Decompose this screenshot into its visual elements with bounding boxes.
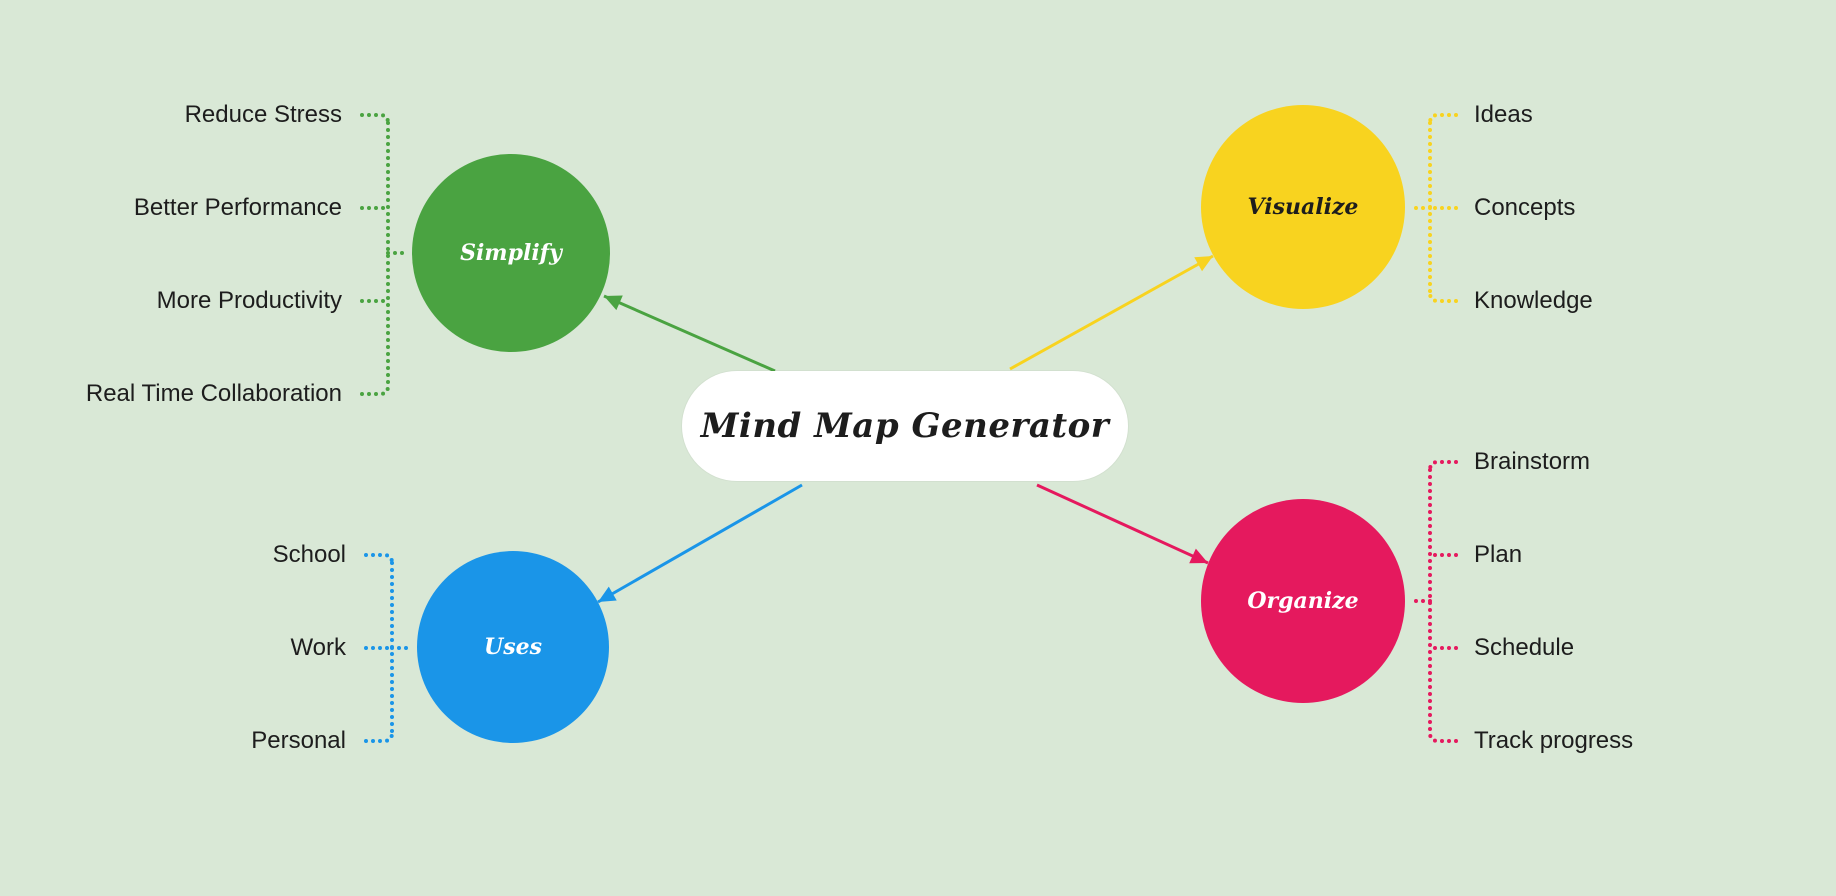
- branch-node-visualize[interactable]: Visualize: [1201, 105, 1405, 309]
- branch-node-organize[interactable]: Organize: [1201, 499, 1405, 703]
- simplify-item: Better Performance: [133, 194, 342, 221]
- uses-bracket-tick: [364, 553, 394, 565]
- organize-bracket-tick: [1428, 460, 1458, 472]
- central-node-title: Mind Map Generator: [700, 406, 1110, 446]
- arrow-to-uses: [597, 483, 803, 604]
- organize-item: Brainstorm: [1474, 448, 1591, 475]
- simplify-item: Real Time Collaboration: [85, 380, 342, 407]
- simplify-bracket-tick: [360, 384, 390, 396]
- arrow-to-visualize-head: [1194, 256, 1213, 272]
- branch-node-simplify[interactable]: Simplify: [412, 154, 610, 352]
- arrow-to-simplify-head: [604, 295, 623, 311]
- organize-item: Track progress: [1474, 727, 1634, 754]
- uses-item: School: [272, 541, 346, 568]
- arrow-to-uses-head: [598, 586, 617, 602]
- uses-item: Work: [290, 634, 346, 661]
- organize-item: Plan: [1474, 541, 1523, 568]
- central-node[interactable]: Mind Map Generator: [682, 371, 1128, 481]
- branch-node-uses[interactable]: Uses: [417, 551, 609, 743]
- branch-label-organize: Organize: [1247, 588, 1359, 614]
- arrow-to-organize-head: [1189, 548, 1208, 564]
- simplify-item: Reduce Stress: [184, 101, 342, 128]
- arrow-to-visualize: [1009, 254, 1214, 371]
- organize-bracket-tick: [1428, 731, 1458, 743]
- arrow-to-simplify: [603, 294, 776, 373]
- visualize-bracket-tick: [1428, 291, 1458, 303]
- simplify-bracket-tick: [360, 113, 390, 125]
- uses-item: Personal: [251, 727, 346, 754]
- branch-label-visualize: Visualize: [1247, 194, 1359, 220]
- arrow-to-organize: [1036, 483, 1209, 565]
- simplify-item: More Productivity: [156, 287, 342, 314]
- branch-label-uses: Uses: [484, 634, 542, 660]
- branch-label-simplify: Simplify: [460, 240, 562, 266]
- visualize-bracket-tick: [1428, 113, 1458, 125]
- visualize-item: Concepts: [1474, 194, 1576, 221]
- organize-item: Schedule: [1474, 634, 1575, 661]
- visualize-item: Ideas: [1474, 101, 1533, 128]
- visualize-item: Knowledge: [1474, 287, 1593, 314]
- uses-bracket-tick: [364, 731, 394, 743]
